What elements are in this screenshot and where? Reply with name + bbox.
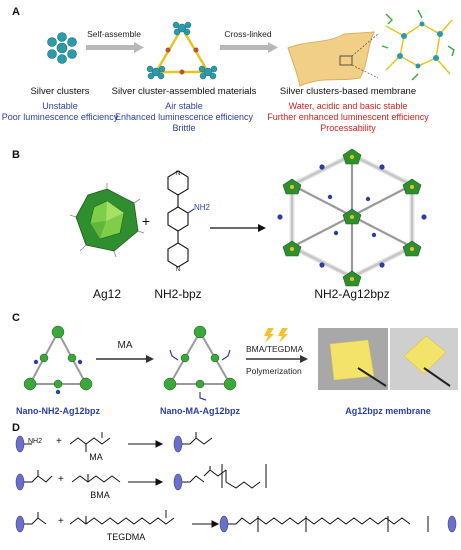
label-ag12: Ag12 — [92, 287, 122, 301]
nano-ma-triangle-diagram — [163, 325, 237, 401]
label-nano-ma-ag12bpz: Nano-MA-Ag12bpz — [160, 406, 240, 416]
nh2-bpz-structure: N N — [167, 170, 195, 273]
silver-cluster-icon — [47, 32, 77, 64]
plus-sign: + — [141, 213, 151, 229]
stage-note: Water, acidic and basic stable — [288, 101, 408, 111]
stage-note: Processability — [320, 123, 376, 133]
amine-label: NH2 — [194, 203, 211, 212]
stage-note: Air stable — [165, 101, 203, 111]
membrane-photo-1 — [318, 328, 388, 390]
panel-d: D — [0, 420, 461, 550]
reagent-label-bma: BMA — [90, 490, 110, 500]
arrow-label-ma: MA — [117, 340, 133, 351]
panel-letter-b: B — [12, 149, 20, 161]
cross-linked-arrow — [220, 42, 278, 53]
panel-b: B Ag12 + N N NH2 NH2-bpz — [0, 145, 461, 310]
label-nh2-ag12bpz: NH2-Ag12bpz — [314, 287, 390, 301]
self-assemble-arrow — [86, 42, 144, 53]
stage-title-membrane: Silver clusters-based membrane — [279, 86, 417, 97]
hexagonal-framework-diagram — [277, 148, 427, 287]
membrane-photo-2 — [390, 328, 458, 390]
stage-note: Poor luminescence efficiency — [1, 112, 119, 122]
svg-text:N: N — [176, 267, 180, 273]
stage-note: Unstable — [42, 101, 78, 111]
panel-letter-d: D — [12, 422, 20, 434]
amine-group-label: NH2 — [28, 438, 43, 445]
polymerization-arrow — [246, 355, 308, 363]
reagent-label-ma: MA — [89, 452, 103, 462]
panel-letter-c: C — [12, 312, 20, 324]
arrow-label-polymerization: Polymerization — [246, 366, 302, 376]
label-membrane: Ag12bpz membrane — [345, 406, 431, 416]
label-nh2-bpz: NH2-bpz — [154, 287, 202, 301]
stage-title-silver-clusters: Silver clusters — [30, 86, 90, 97]
membrane-sheet-diagram — [287, 31, 379, 87]
reagent-label-tegdma: TEGDMA — [106, 532, 146, 542]
svg-text:N: N — [176, 171, 180, 177]
ma-arrow — [96, 355, 154, 363]
stage-note: Brittle — [172, 123, 196, 133]
arrow-label-self-assemble: Self-assemble — [87, 29, 141, 39]
light-bolt-icon — [264, 328, 288, 343]
reaction-scheme-d — [15, 432, 457, 533]
arrow-label-cross-linked: Cross-linked — [224, 29, 272, 39]
crosslinked-network-zoom — [381, 9, 455, 81]
stage-note: Enhanced luminescence efficiency — [115, 112, 253, 122]
stage-title-cluster-materials: Silver cluster-assembled materials — [111, 86, 257, 97]
ag12-cluster-icon — [69, 183, 145, 258]
panel-c: C Nano-NH2-Ag12bpz MA Nano-MA-Ag12bpz — [0, 310, 461, 420]
plus-sign: + — [58, 474, 64, 485]
panel-letter-a: A — [12, 6, 20, 18]
nano-nh2-triangle-diagram — [23, 325, 93, 395]
plus-sign: + — [58, 516, 64, 527]
panel-a: A Self-assemble Cross-linked — [0, 0, 461, 145]
cluster-triangle-diagram — [146, 21, 218, 80]
stage-note: Further enhanced luminescent efficiency — [267, 112, 429, 122]
reaction-arrow — [210, 224, 266, 232]
plus-sign: + — [56, 436, 62, 447]
label-nano-nh2-ag12bpz: Nano-NH2-Ag12bpz — [15, 406, 101, 416]
arrow-label-bma-tegdma: BMA/TEGDMA — [246, 344, 304, 354]
